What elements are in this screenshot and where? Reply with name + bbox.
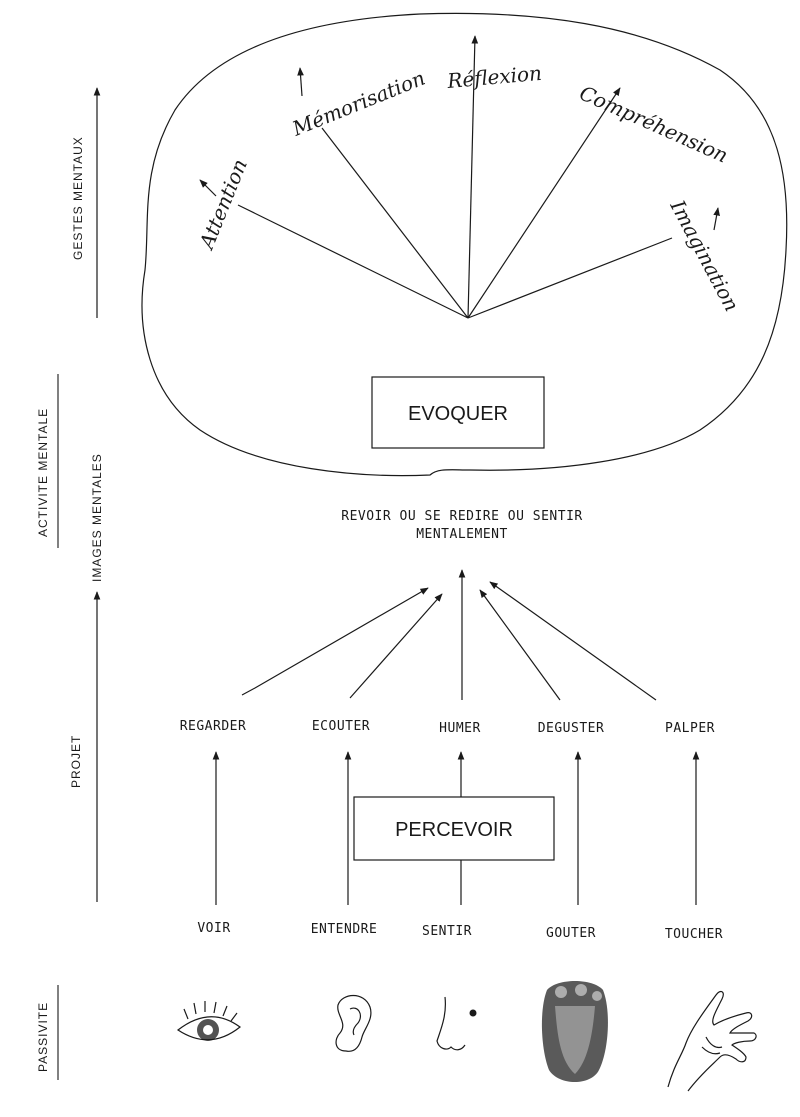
arrow-attention — [237, 204, 469, 319]
gesture-comprehension: Compréhension — [576, 81, 732, 168]
arrow-memorisation-tip — [297, 67, 304, 97]
label-gestes-mentaux: GESTES MENTAUX — [71, 136, 85, 260]
arrow-comprehension — [467, 87, 621, 319]
gesture-imagination: Imagination — [665, 195, 744, 315]
arrow-palper-up — [489, 581, 657, 701]
sense-gouter: GOUTER — [546, 926, 596, 941]
evoquer-label: EVOQUER — [408, 403, 508, 425]
arrow-memorisation — [321, 127, 469, 319]
projet-arrows — [241, 569, 657, 701]
mental-gestures-cloud — [141, 12, 788, 477]
label-activite-mentale: ACTIVITE MENTALE — [36, 408, 50, 537]
nose-icon — [436, 996, 477, 1051]
evocation-line-2: MENTALEMENT — [416, 527, 508, 542]
label-images-mentales: IMAGES MENTALES — [90, 453, 104, 582]
eye-icon — [176, 1001, 241, 1041]
action-deguster: DEGUSTER — [538, 721, 605, 736]
label-passivite: PASSIVITE — [36, 1002, 50, 1072]
arrow-deguster-up — [479, 589, 561, 701]
arrow-reflexion — [467, 35, 479, 319]
gesture-attention: Attention — [194, 155, 252, 253]
sense-voir: VOIR — [197, 921, 230, 936]
sense-toucher: TOUCHER — [665, 927, 723, 942]
arrow-ecouter-up — [349, 593, 443, 699]
evocation-line-1: REVOIR OU SE REDIRE OU SENTIR — [341, 509, 582, 524]
action-humer: HUMER — [439, 721, 481, 736]
action-palper: PALPER — [665, 721, 715, 736]
arrow-imagination — [467, 237, 673, 319]
sense-entendre: ENTENDRE — [311, 922, 378, 937]
percevoir-label: PERCEVOIR — [395, 819, 513, 841]
gesture-arrows — [199, 35, 720, 319]
label-projet: PROJET — [69, 735, 83, 788]
tongue-icon — [541, 981, 608, 1082]
gesture-reflexion: Réflexion — [445, 61, 542, 93]
hand-icon — [667, 990, 757, 1092]
ear-icon — [335, 994, 372, 1052]
arrow-attention-tip — [199, 179, 217, 197]
action-regarder: REGARDER — [180, 719, 247, 734]
percevoir-box — [353, 796, 555, 861]
gesture-memorisation: Mémorisation — [288, 66, 428, 141]
arrow-regarder-up — [241, 587, 429, 696]
sense-sentir: SENTIR — [422, 924, 472, 939]
arrow-imagination-tip — [713, 207, 720, 231]
evoquer-box — [371, 376, 545, 449]
action-ecouter: ECOUTER — [312, 719, 370, 734]
